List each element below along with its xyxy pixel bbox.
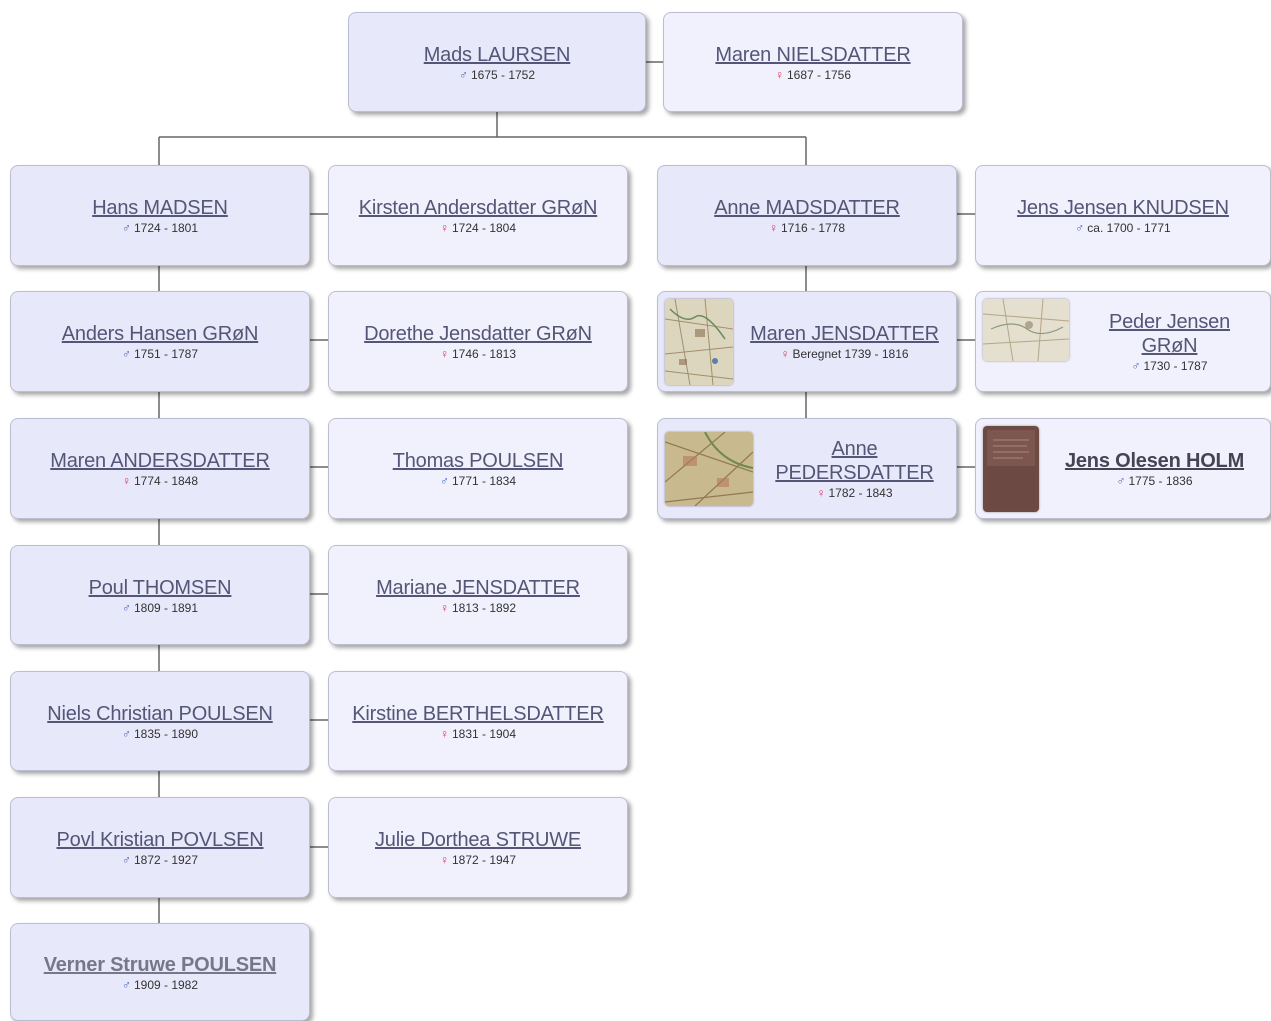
male-symbol-icon: ♂ xyxy=(122,221,131,235)
male-symbol-icon: ♂ xyxy=(122,727,131,741)
person-name-link[interactable]: Dorethe Jensdatter GRøN xyxy=(364,322,592,346)
female-symbol-icon: ♀ xyxy=(440,727,449,741)
female-symbol-icon: ♀ xyxy=(780,347,789,361)
person-dates: ♀1872 - 1947 xyxy=(440,853,516,867)
person-dates: ♂1675 - 1752 xyxy=(459,68,535,82)
person-card-povl-kristian-povlsen[interactable]: Povl Kristian POVLSEN ♂1872 - 1927 xyxy=(10,797,310,898)
person-card-anne-pedersdatter[interactable]: Anne PEDERSDATTER ♀1782 - 1843 xyxy=(657,418,957,519)
person-card-anne-madsdatter[interactable]: Anne MADSDATTER ♀1716 - 1778 xyxy=(657,165,957,266)
person-dates: ♂1771 - 1834 xyxy=(440,474,516,488)
person-card-kirsten-andersdatter-gron[interactable]: Kirsten Andersdatter GRøN ♀1724 - 1804 xyxy=(328,165,628,266)
person-card-maren-jensdatter[interactable]: Maren JENSDATTER ♀Beregnet 1739 - 1816 xyxy=(657,291,957,392)
female-symbol-icon: ♀ xyxy=(440,347,449,361)
female-symbol-icon: ♀ xyxy=(816,486,825,500)
person-card-jens-olesen-holm[interactable]: Jens Olesen HOLM ♂1775 - 1836 xyxy=(975,418,1271,519)
person-dates: ♀1813 - 1892 xyxy=(440,601,516,615)
person-name-link[interactable]: Anne PEDERSDATTER xyxy=(767,437,942,485)
person-name-link[interactable]: Hans MADSEN xyxy=(92,196,228,220)
female-symbol-icon: ♀ xyxy=(122,474,131,488)
male-symbol-icon: ♂ xyxy=(122,601,131,615)
person-name-link[interactable]: Peder Jensen GRøN xyxy=(1095,310,1245,358)
male-symbol-icon: ♂ xyxy=(122,853,131,867)
male-symbol-icon: ♂ xyxy=(1131,359,1140,373)
female-symbol-icon: ♀ xyxy=(775,68,784,82)
person-card-kirstine-berthelsdatter[interactable]: Kirstine BERTHELSDATTER ♀1831 - 1904 xyxy=(328,671,628,771)
person-card-verner-struwe-poulsen[interactable]: Verner Struwe POULSEN ♂1909 - 1982 xyxy=(10,923,310,1021)
male-symbol-icon: ♂ xyxy=(122,347,131,361)
person-dates: ♂1872 - 1927 xyxy=(122,853,198,867)
person-dates: ♀1687 - 1756 xyxy=(775,68,851,82)
person-name-link[interactable]: Anne MADSDATTER xyxy=(714,196,900,220)
person-card-hans-madsen[interactable]: Hans MADSEN ♂1724 - 1801 xyxy=(10,165,310,266)
female-symbol-icon: ♀ xyxy=(769,221,778,235)
person-name-link[interactable]: Thomas POULSEN xyxy=(393,449,564,473)
female-symbol-icon: ♀ xyxy=(440,853,449,867)
person-card-maren-andersdatter[interactable]: Maren ANDERSDATTER ♀1774 - 1848 xyxy=(10,418,310,519)
person-dates: ♀1746 - 1813 xyxy=(440,347,516,361)
person-dates: ♀1716 - 1778 xyxy=(769,221,845,235)
person-name-link[interactable]: Jens Olesen HOLM xyxy=(1065,449,1244,473)
female-symbol-icon: ♀ xyxy=(440,601,449,615)
person-card-maren-nielsdatter[interactable]: Maren NIELSDATTER ♀1687 - 1756 xyxy=(663,12,963,112)
map-photo-icon[interactable] xyxy=(665,299,733,385)
male-symbol-icon: ♂ xyxy=(1075,221,1084,235)
person-dates: ♂1909 - 1982 xyxy=(122,978,198,992)
person-card-mads-laursen[interactable]: Mads LAURSEN ♂1675 - 1752 xyxy=(348,12,646,112)
person-name-link[interactable]: Kirsten Andersdatter GRøN xyxy=(359,196,597,220)
person-dates: ♀1724 - 1804 xyxy=(440,221,516,235)
person-card-mariane-jensdatter[interactable]: Mariane JENSDATTER ♀1813 - 1892 xyxy=(328,545,628,645)
person-name-link[interactable]: Verner Struwe POULSEN xyxy=(44,953,277,977)
person-dates: ♂1809 - 1891 xyxy=(122,601,198,615)
person-dates: ♀Beregnet 1739 - 1816 xyxy=(780,347,908,361)
person-card-thomas-poulsen[interactable]: Thomas POULSEN ♂1771 - 1834 xyxy=(328,418,628,519)
document-photo-icon[interactable] xyxy=(983,426,1039,512)
person-dates: ♀1774 - 1848 xyxy=(122,474,198,488)
person-dates: ♂1835 - 1890 xyxy=(122,727,198,741)
person-name-link[interactable]: Mariane JENSDATTER xyxy=(376,576,580,600)
person-name-link[interactable]: Niels Christian POULSEN xyxy=(47,702,272,726)
person-dates: ♀1831 - 1904 xyxy=(440,727,516,741)
person-dates: ♂ca. 1700 - 1771 xyxy=(1075,221,1170,235)
person-name-link[interactable]: Poul THOMSEN xyxy=(89,576,232,600)
person-name-link[interactable]: Anders Hansen GRøN xyxy=(62,322,258,346)
person-dates: ♂1730 - 1787 xyxy=(1131,359,1207,373)
person-dates: ♂1751 - 1787 xyxy=(122,347,198,361)
person-card-poul-thomsen[interactable]: Poul THOMSEN ♂1809 - 1891 xyxy=(10,545,310,645)
person-card-jens-jensen-knudsen[interactable]: Jens Jensen KNUDSEN ♂ca. 1700 - 1771 xyxy=(975,165,1271,266)
person-name-link[interactable]: Jens Jensen KNUDSEN xyxy=(1017,196,1229,220)
person-dates: ♀1782 - 1843 xyxy=(816,486,892,500)
person-name-link[interactable]: Mads LAURSEN xyxy=(424,43,571,67)
male-symbol-icon: ♂ xyxy=(122,978,131,992)
male-symbol-icon: ♂ xyxy=(459,68,468,82)
person-name-link[interactable]: Povl Kristian POVLSEN xyxy=(57,828,264,852)
person-card-niels-christian-poulsen[interactable]: Niels Christian POULSEN ♂1835 - 1890 xyxy=(10,671,310,771)
female-symbol-icon: ♀ xyxy=(440,221,449,235)
person-name-link[interactable]: Maren ANDERSDATTER xyxy=(50,449,269,473)
person-card-anders-hansen-gron[interactable]: Anders Hansen GRøN ♂1751 - 1787 xyxy=(10,291,310,392)
person-name-link[interactable]: Maren JENSDATTER xyxy=(750,322,939,346)
person-dates: ♂1724 - 1801 xyxy=(122,221,198,235)
map-photo-icon[interactable] xyxy=(665,432,753,506)
map-photo-icon[interactable] xyxy=(983,299,1069,361)
person-name-link[interactable]: Maren NIELSDATTER xyxy=(715,43,910,67)
person-name-link[interactable]: Kirstine BERTHELSDATTER xyxy=(352,702,603,726)
person-card-dorethe-jensdatter-gron[interactable]: Dorethe Jensdatter GRøN ♀1746 - 1813 xyxy=(328,291,628,392)
person-card-peder-jensen-gron[interactable]: Peder Jensen GRøN ♂1730 - 1787 xyxy=(975,291,1271,392)
male-symbol-icon: ♂ xyxy=(1116,474,1125,488)
person-name-link[interactable]: Julie Dorthea STRUWE xyxy=(375,828,581,852)
person-card-julie-dorthea-struwe[interactable]: Julie Dorthea STRUWE ♀1872 - 1947 xyxy=(328,797,628,898)
person-dates: ♂1775 - 1836 xyxy=(1116,474,1192,488)
male-symbol-icon: ♂ xyxy=(440,474,449,488)
